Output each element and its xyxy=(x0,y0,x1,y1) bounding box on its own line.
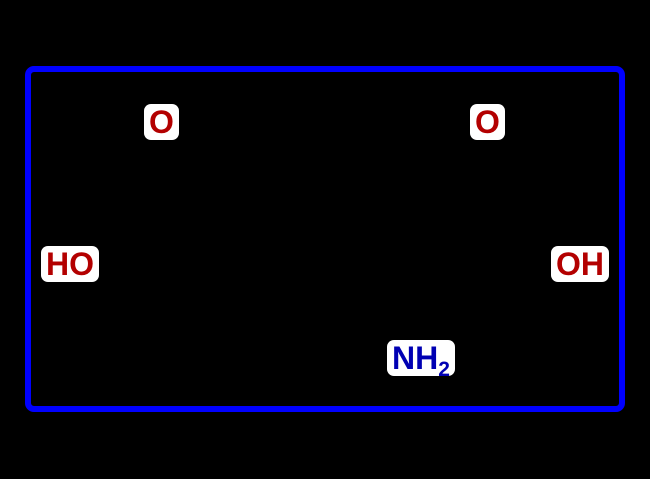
amine-group: NH2 xyxy=(387,340,455,380)
amine-nh-text: NH xyxy=(392,340,439,376)
hydroxyl-right: OH xyxy=(551,246,609,282)
highlight-frame xyxy=(25,66,625,412)
carbonyl-oxygen-right: O xyxy=(470,104,505,140)
amine-subscript: 2 xyxy=(438,358,450,381)
hydroxyl-left: HO xyxy=(41,246,99,282)
carbonyl-oxygen-left: O xyxy=(144,104,179,140)
